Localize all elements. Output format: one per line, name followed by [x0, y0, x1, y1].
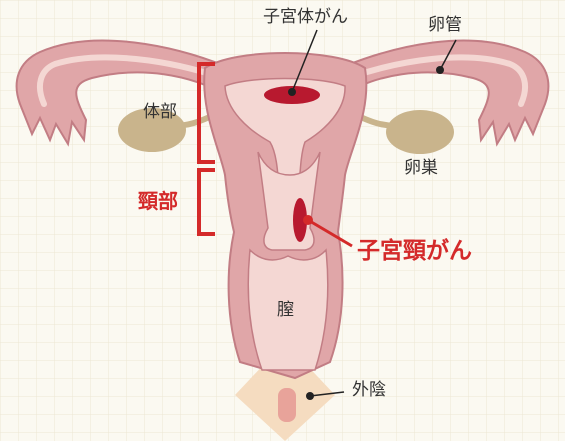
pointer-dot-cervical-cancer — [303, 215, 313, 225]
ovary-right — [386, 110, 454, 154]
label-vagina: 膣 — [277, 302, 294, 319]
pointer-dot-body-cancer — [288, 88, 296, 96]
label-body: 体部 — [143, 104, 177, 121]
label-fallopian-tube: 卵管 — [428, 17, 462, 34]
label-ovary: 卵巣 — [404, 160, 438, 177]
pointer-dot-vulva — [306, 392, 314, 400]
vulva-opening — [278, 388, 296, 422]
label-cervix: 頸部 — [138, 191, 178, 211]
label-uterine-body-cancer: 子宮体がん — [263, 9, 348, 26]
label-vulva: 外陰 — [352, 382, 386, 399]
label-cervical-cancer: 子宮頸がん — [357, 240, 472, 263]
pointer-dot-tube — [436, 66, 444, 74]
